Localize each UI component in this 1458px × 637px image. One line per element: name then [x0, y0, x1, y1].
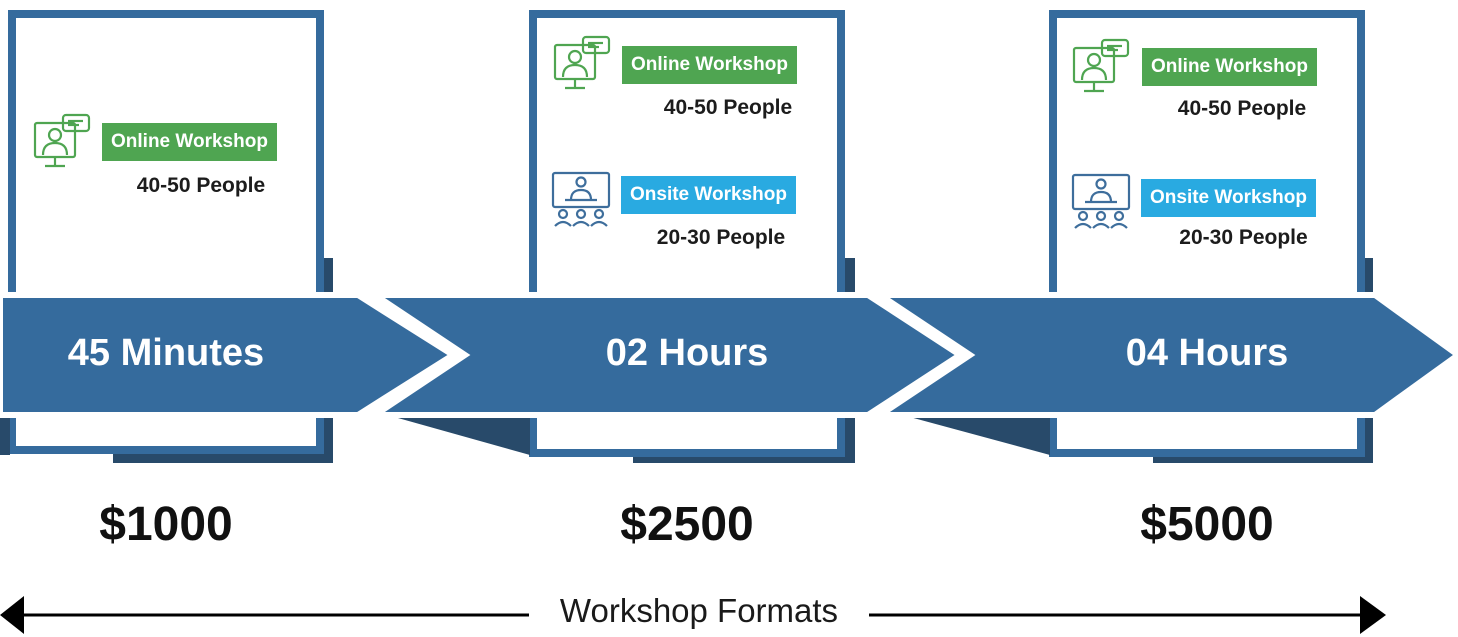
people-count: 40-50 People: [663, 96, 793, 119]
axis-arrowhead-left: [0, 596, 24, 634]
price-label: $5000: [1140, 498, 1274, 551]
video-conference-icon: [553, 35, 611, 90]
arrow-shadow-1: [380, 413, 530, 455]
price-label: $2500: [620, 498, 754, 551]
onsite-workshop-badge: Onsite Workshop: [621, 176, 796, 214]
people-count: 20-30 People: [1179, 226, 1308, 249]
classroom-presenter-icon: [1071, 173, 1131, 229]
people-count: 20-30 People: [656, 226, 786, 249]
online-workshop-badge: Online Workshop: [102, 123, 277, 161]
people-count: 40-50 People: [136, 174, 266, 197]
price-label: $1000: [99, 498, 233, 551]
people-count: 40-50 People: [1177, 97, 1307, 120]
video-conference-icon: [1072, 38, 1130, 93]
classroom-presenter-icon: [551, 171, 611, 227]
arrow-stage-2: [365, 292, 966, 418]
duration-label: 02 Hours: [605, 332, 769, 374]
online-workshop-badge: Online Workshop: [1142, 48, 1317, 86]
duration-label: 04 Hours: [1125, 332, 1289, 374]
arrow-shadow-0: [0, 413, 10, 455]
online-workshop-badge: Online Workshop: [622, 46, 797, 84]
arrow-shadow-2: [895, 413, 1050, 455]
onsite-workshop-badge: Onsite Workshop: [1141, 179, 1316, 217]
arrow-stage-1: [0, 292, 459, 418]
duration-label: 45 Minutes: [67, 332, 265, 374]
axis-label: Workshop Formats: [529, 592, 869, 630]
axis-arrowhead-right: [1360, 596, 1386, 634]
video-conference-icon: [33, 113, 91, 168]
arrow-stage-3: [870, 292, 1458, 418]
